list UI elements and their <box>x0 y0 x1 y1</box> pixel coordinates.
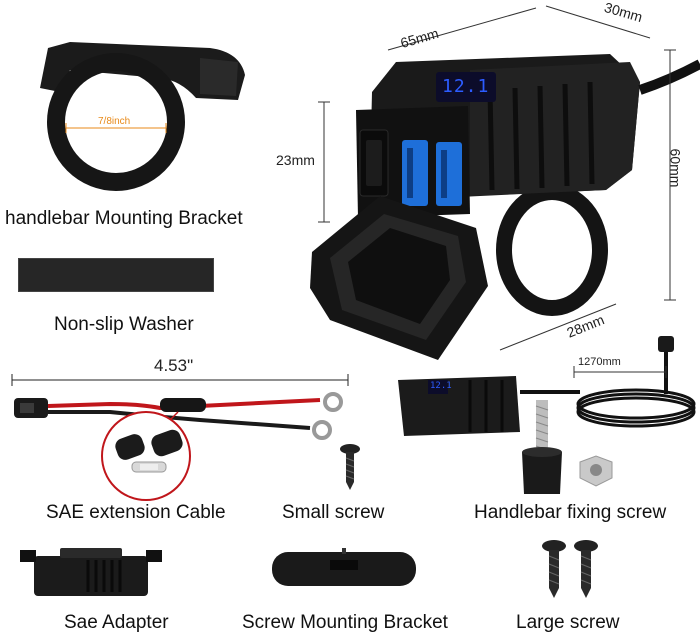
sae-adapter-image <box>20 548 162 596</box>
large-screws-image <box>542 540 598 598</box>
cable-length-label: 4.53" <box>154 356 194 375</box>
washer-label: Non-slip Washer <box>54 314 194 335</box>
sae-cable-label: SAE extension Cable <box>46 502 226 523</box>
small-screw-image <box>340 444 360 490</box>
small-screw-label: Small screw <box>282 502 385 523</box>
screw-mounting-bracket-image <box>272 548 416 586</box>
bracket-inner-dimension: 7/8inch <box>98 116 131 127</box>
small-voltage-display: 12.1 <box>430 381 452 391</box>
main-voltage-display: 12.1 <box>442 76 490 97</box>
sae-adapter-label: Sae Adapter <box>64 612 169 633</box>
sae-extension-cable-image <box>14 392 343 501</box>
cord-length-dimension: 1270mm <box>578 356 621 368</box>
panel-height-dimension: 23mm <box>276 152 315 168</box>
handlebar-fixing-screw-label: Handlebar fixing screw <box>474 502 667 523</box>
cable-length-dimension-line <box>11 374 349 386</box>
large-screw-label: Large screw <box>516 612 620 633</box>
handlebar-fixing-screw-image <box>522 400 613 494</box>
non-slip-washer-image <box>18 258 214 292</box>
handlebar-bracket-label: handlebar Mounting Bracket <box>5 208 243 229</box>
screw-bracket-label: Screw Mounting Bracket <box>242 612 448 633</box>
handlebar-bracket-image <box>40 42 245 191</box>
small-charger-with-cord-image <box>398 336 696 436</box>
usb-charger-device-image <box>310 5 700 360</box>
